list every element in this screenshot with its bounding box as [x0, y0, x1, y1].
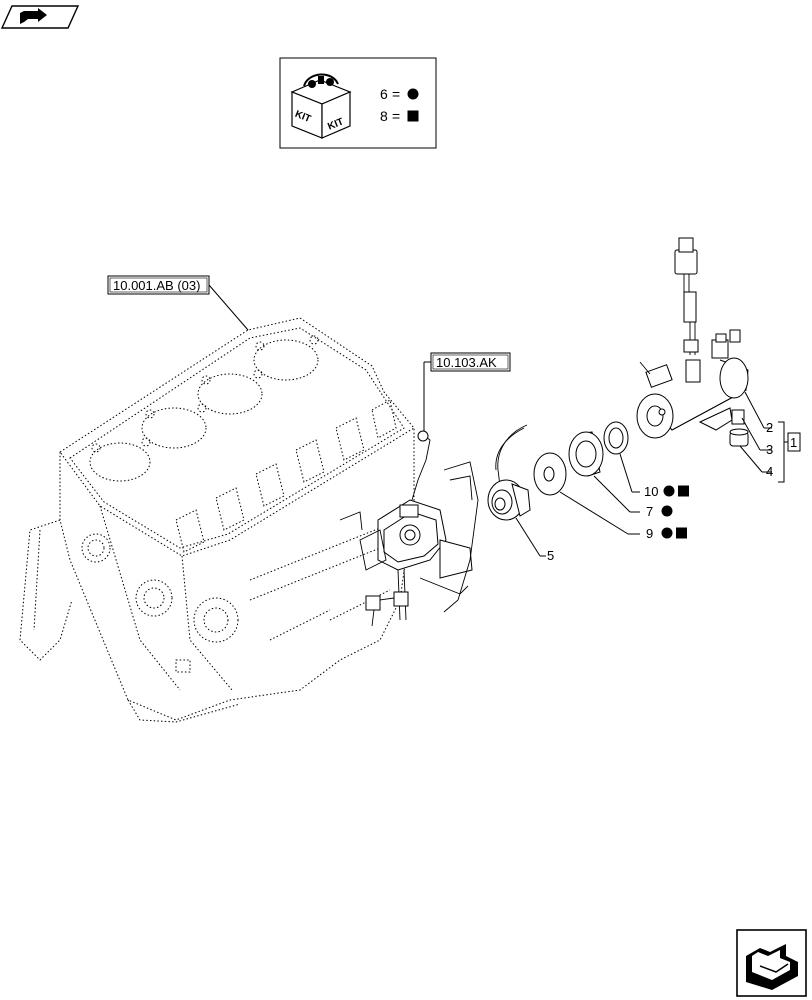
injection-pump-drawing [339, 430, 479, 627]
callout-4: 4 [766, 464, 773, 479]
kit-circle-symbol [407, 88, 419, 100]
callout-10-row: 10 [644, 484, 689, 499]
callout-leaders [515, 391, 788, 557]
kit-square-symbol [676, 527, 687, 539]
part-3-cap [729, 428, 749, 447]
engine-block-drawing [19, 317, 415, 723]
part-7-sleeve [568, 431, 604, 477]
kit-square-symbol [407, 110, 419, 122]
ref-engine-block-text: 10.001.AB (03) [113, 278, 200, 293]
ref-injection-pump-text: 10.103.AK [436, 355, 497, 370]
part-5-sensor [487, 424, 531, 521]
ref-injection-pump[interactable]: 10.103.AK [430, 352, 511, 372]
kit-square-symbol [678, 485, 689, 497]
callout-1-box: 1 [787, 432, 801, 452]
next-page-arrow-icon[interactable] [736, 929, 807, 997]
kit-legend-row-6: 6 = [380, 86, 419, 102]
callout-2: 2 [766, 420, 773, 435]
kit-legend-row-8: 8 = [380, 108, 419, 124]
kit-circle-symbol [663, 485, 675, 497]
callout-7-row: 7 [646, 504, 673, 519]
callout-3: 3 [766, 442, 773, 457]
part-1-fuel-pump [636, 237, 749, 439]
part-2-fitting [731, 409, 745, 425]
callout-9-row: 9 [646, 526, 687, 541]
back-arrow-icon[interactable] [0, 5, 80, 29]
callout-1: 1 [790, 435, 797, 450]
leader-line [208, 284, 249, 331]
callout-5: 5 [547, 548, 554, 563]
kit-row-number: 6 [380, 86, 388, 102]
kit-row-equals: = [392, 86, 400, 102]
ref-engine-block[interactable]: 10.001.AB (03) [107, 275, 210, 295]
kit-box-icon: KIT KIT [290, 73, 352, 139]
kit-row-equals: = [392, 108, 400, 124]
callout-10: 10 [644, 484, 658, 499]
kit-circle-symbol [661, 505, 673, 517]
kit-legend: KIT KIT 6 = 8 = [279, 57, 437, 149]
callout-9: 9 [646, 526, 653, 541]
part-10-oring [603, 421, 629, 455]
callout-7: 7 [646, 504, 653, 519]
kit-circle-symbol [661, 527, 673, 539]
kit-row-number: 8 [380, 108, 388, 124]
part-9-washer [533, 452, 567, 496]
